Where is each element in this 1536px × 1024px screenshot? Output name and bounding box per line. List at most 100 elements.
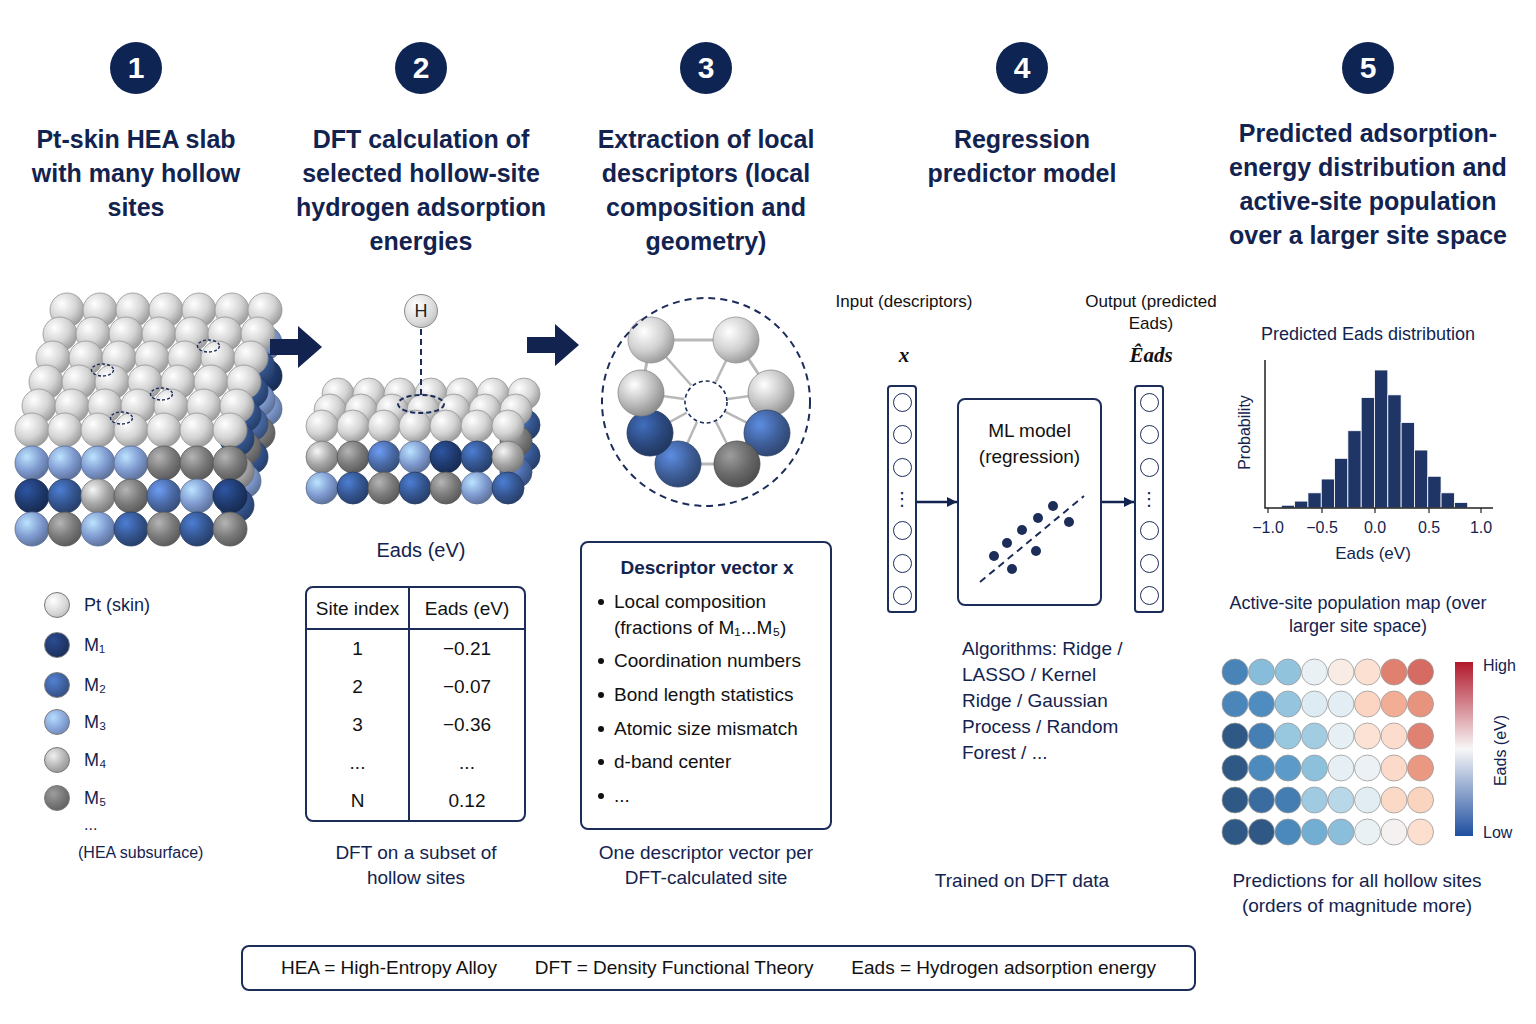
site-circle [1408, 755, 1434, 781]
site-circle [1302, 787, 1328, 813]
output-vector: Output (predicted Eads)Êads⋮ [1134, 385, 1164, 613]
table-cell: 1 [307, 630, 410, 668]
step-title: Regression predictor model [912, 122, 1132, 190]
atom-sphere [368, 410, 400, 442]
descriptor-box: Descriptor vector xLocal composition (fr… [580, 541, 832, 830]
table-cell: 0.12 [410, 782, 524, 820]
hollow-site [151, 388, 173, 400]
population-map [1222, 659, 1434, 845]
site-circle [1408, 723, 1434, 749]
atom-sphere [714, 441, 760, 487]
atom-sphere [748, 370, 794, 416]
box-label: ML model (regression) [967, 418, 1092, 470]
atom-sphere [147, 446, 181, 480]
atom-sphere [628, 317, 674, 363]
atom-sphere [180, 479, 214, 513]
step-title: Extraction of local descriptors (local c… [576, 122, 836, 258]
site-circle [1328, 723, 1354, 749]
histogram-bar [1414, 450, 1427, 508]
hea-slab [306, 378, 540, 504]
site-circle [1275, 659, 1301, 685]
flow-connector [1102, 501, 1134, 504]
adsorption-bond [420, 329, 422, 398]
step-number: 4 [996, 42, 1048, 94]
histogram-bar [1428, 476, 1441, 508]
site-circle [1408, 787, 1434, 813]
atom-symbol: H [415, 301, 428, 322]
legend-text: M₄ [84, 750, 106, 771]
site-circle [1355, 787, 1381, 813]
histogram-bars [1281, 370, 1467, 508]
site-circle [1222, 659, 1248, 685]
site-circle [1355, 691, 1381, 717]
vector-cell [1140, 458, 1159, 477]
atom-sphere [430, 410, 462, 442]
ml-scatter [980, 496, 1084, 582]
histogram-bar [1441, 493, 1454, 508]
text-label: 0.5 [1404, 517, 1454, 538]
site-circle [1355, 755, 1381, 781]
axis-ticks [1268, 508, 1481, 513]
site-circle [1275, 691, 1301, 717]
site-circle [1381, 723, 1407, 749]
histogram-bar [1388, 395, 1401, 508]
legend-text: M₅ [84, 788, 106, 809]
site-circle [1408, 659, 1434, 685]
vector-cell [1140, 554, 1159, 573]
text-label: Eads (eV) [1490, 700, 1511, 800]
atom-sphere [618, 370, 664, 416]
legend-text: Pt (skin) [84, 595, 150, 616]
site-circle [1328, 787, 1354, 813]
flow-connector [917, 501, 957, 504]
site-circle [1302, 755, 1328, 781]
atom-sphere [114, 479, 148, 513]
vector-cell [893, 554, 912, 573]
step-title: DFT calculation of selected hollow-site … [286, 122, 556, 258]
hea-slab [15, 293, 282, 546]
atom-sphere [114, 512, 148, 546]
site-circle [1381, 659, 1407, 685]
vector-heading: Output (predicted Eads) [1080, 291, 1222, 335]
vector-symbol: Êads [1080, 343, 1222, 368]
legend-swatch [44, 709, 70, 735]
vector-symbol: x [833, 343, 975, 368]
text-label: Trained on DFT data [902, 868, 1142, 893]
site-circle [1302, 691, 1328, 717]
table-cell: ... [410, 744, 524, 782]
site-circle [1275, 755, 1301, 781]
legend-row: M₅ [44, 785, 106, 811]
callout-number: 3 [698, 51, 715, 85]
atom-sphere [306, 410, 338, 442]
atom-sphere [180, 413, 214, 447]
atom-sphere [399, 410, 431, 442]
histogram-bar [1348, 431, 1361, 508]
text-label: Algorithms: Ridge / LASSO / Kernel Ridge… [962, 636, 1137, 766]
text-label: Eads (eV) [1308, 543, 1438, 565]
energy-table: Site indexEads (eV)1−0.212−0.073−0.36...… [305, 586, 526, 822]
table-cell: −0.36 [410, 706, 524, 744]
atom-sphere [627, 410, 673, 456]
vector-cell [893, 521, 912, 540]
bullet-item: Local composition (fractions of M₁...M₅) [596, 589, 818, 640]
site-circle [1249, 691, 1275, 717]
histogram-bar [1401, 422, 1414, 508]
atom-sphere [461, 472, 493, 504]
step-number: 2 [395, 42, 447, 94]
table-cell: Site index [307, 588, 410, 630]
atom-sphere [461, 441, 493, 473]
table-cell: 3 [307, 706, 410, 744]
atom-sphere [368, 472, 400, 504]
site-circle [1381, 691, 1407, 717]
vector-heading: Input (descriptors) [833, 291, 975, 313]
flow-arrow [270, 326, 322, 368]
table-cell: −0.07 [410, 668, 524, 706]
text-label: Eads (eV) [341, 537, 501, 563]
site-circle [1302, 659, 1328, 685]
atom-sphere [81, 512, 115, 546]
vector-cell [893, 393, 912, 412]
site-circle [1355, 659, 1381, 685]
atom-sphere [492, 410, 524, 442]
environment-boundary [602, 298, 810, 506]
vector-cells: ⋮ [889, 387, 915, 611]
